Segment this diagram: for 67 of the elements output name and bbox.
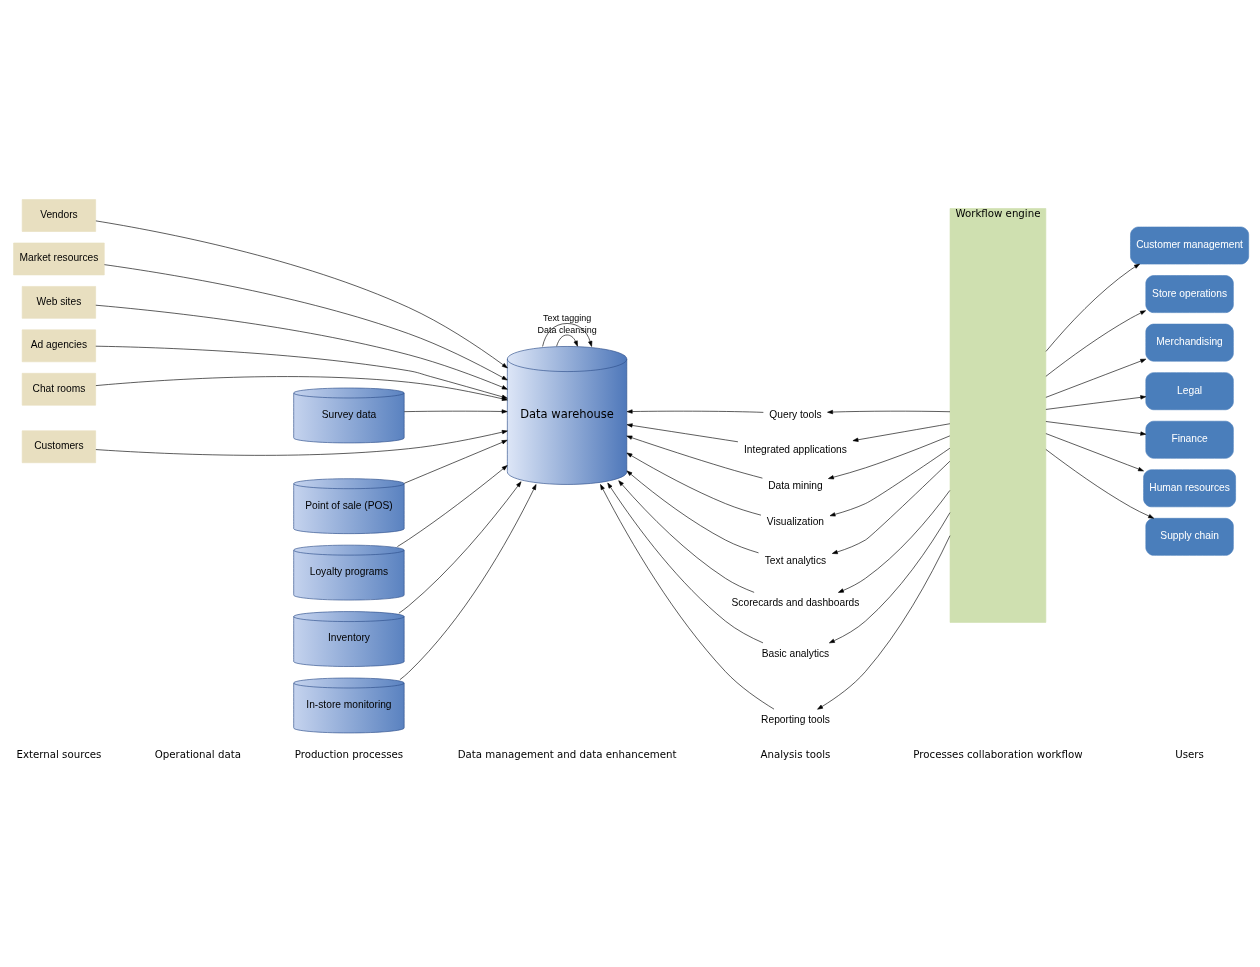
arrow [626, 423, 739, 443]
arrow [95, 220, 508, 369]
arrow [852, 423, 951, 442]
arrow [626, 435, 763, 479]
node-box: Market resources [13, 242, 105, 276]
node-text: Reporting tools [761, 714, 830, 726]
arrow [828, 435, 951, 480]
arrow [1045, 263, 1140, 352]
arrow [1045, 358, 1147, 398]
node-box: Customers [21, 430, 96, 464]
node-text: Data mining [768, 479, 823, 491]
label: Processes collaboration workflow [913, 749, 1083, 761]
node-box: Merchandising [1145, 323, 1234, 362]
arrow [397, 465, 508, 547]
arrow [626, 470, 759, 554]
arrow [1045, 421, 1147, 436]
node-text: Basic analytics [761, 647, 830, 659]
arrow [104, 264, 508, 381]
node-box: Chat rooms [21, 373, 96, 406]
arrow [403, 439, 508, 484]
node-text: Query tools [769, 408, 822, 420]
arrow [1045, 433, 1144, 472]
arrow [827, 409, 951, 415]
arrow [1045, 310, 1146, 377]
node-text: Scorecards and dashboards [731, 597, 860, 609]
node-box: Legal [1145, 372, 1234, 411]
arrow [829, 512, 951, 644]
arrow [607, 482, 764, 644]
arrow [399, 484, 537, 680]
node-box: Supply chain [1145, 518, 1234, 556]
node-box: Customer management [1130, 226, 1249, 265]
label: Analysis tools [760, 749, 831, 761]
node-box: Vendors [21, 199, 96, 232]
node-box: Ad agencies [21, 329, 96, 363]
arrow [398, 481, 522, 614]
arrow [618, 480, 755, 593]
node-box: Workflow engine [949, 208, 1047, 623]
arrow [600, 484, 775, 710]
arrow [831, 460, 951, 555]
arrow [95, 345, 508, 399]
label: Users [1175, 749, 1204, 761]
arrow [626, 409, 764, 414]
arrow [403, 409, 508, 414]
node-box: Web sites [21, 286, 96, 319]
arrow [626, 452, 762, 516]
arrow [95, 376, 508, 401]
node-box: Human resources [1143, 469, 1236, 508]
edge-label: Text tagging [542, 313, 592, 324]
label: Operational data [154, 749, 241, 761]
arrow [95, 304, 508, 390]
arrow [556, 334, 578, 347]
node-text: Text analytics [764, 554, 827, 566]
arrow [1045, 395, 1147, 410]
label: Production processes [294, 749, 404, 761]
arrow [542, 323, 593, 347]
node-text: Visualization [766, 516, 825, 528]
arrow [817, 535, 951, 710]
node-box: Finance [1145, 420, 1234, 459]
edge-label: Data cleansing [537, 324, 597, 335]
arrow [838, 490, 951, 593]
arrow [95, 430, 508, 456]
node-box: Store operations [1145, 275, 1234, 313]
arrow [1045, 449, 1154, 519]
label: External sources [16, 749, 102, 761]
node-text: Integrated applications [744, 444, 847, 456]
arrow [829, 447, 951, 517]
label: Data management and data enhancement [457, 749, 677, 761]
